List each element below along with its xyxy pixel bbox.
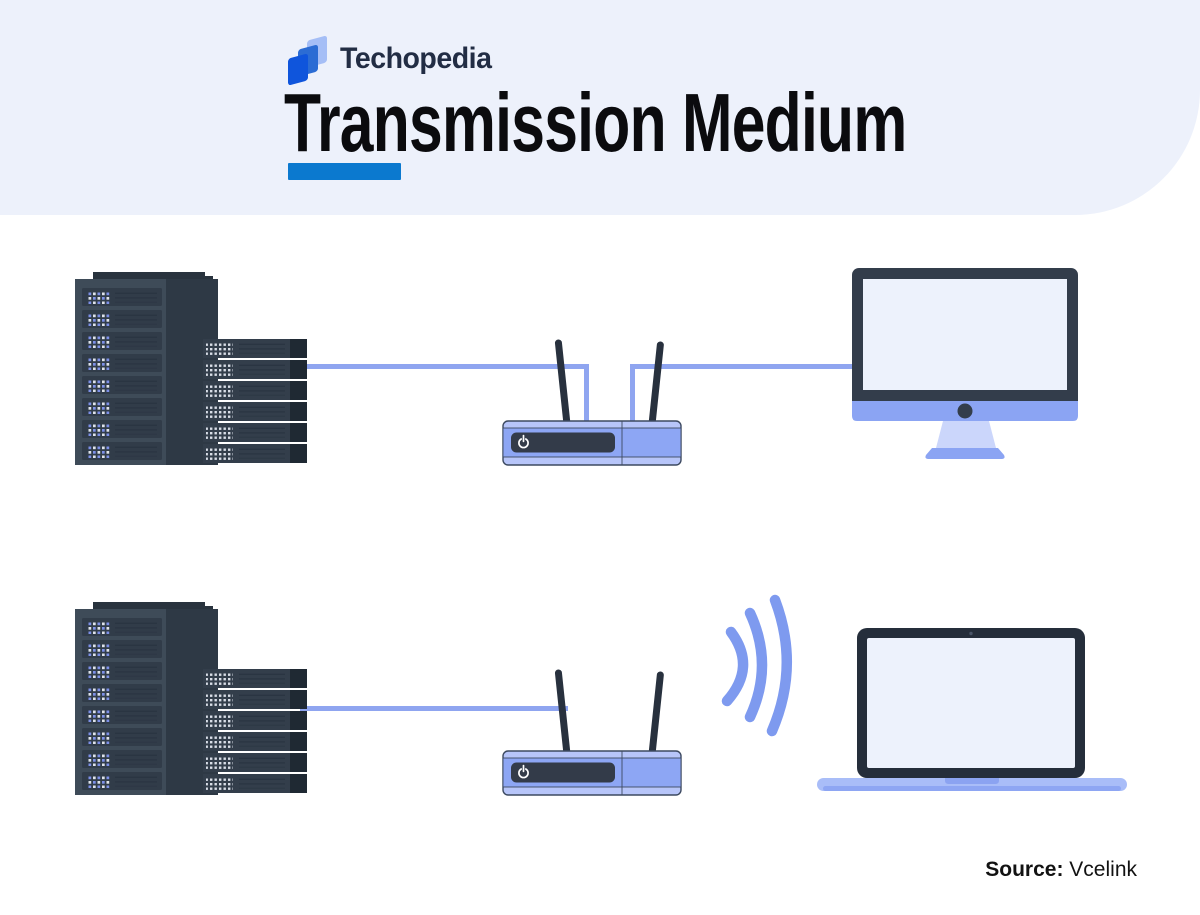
laptop-icon — [817, 628, 1127, 795]
ethernet-cable-drop-left — [584, 364, 589, 424]
brand-name: Techopedia — [340, 42, 492, 75]
wifi-waves-icon — [703, 590, 798, 740]
desktop-monitor-icon — [852, 268, 1078, 459]
ethernet-cable-server-to-router — [300, 364, 589, 369]
ethernet-cable-router-to-monitor — [630, 364, 856, 369]
header-band: Techopedia Transmission Medium — [0, 0, 1200, 215]
source-value: Vcelink — [1069, 858, 1137, 881]
title-underline — [288, 163, 401, 180]
source-credit: Source: Vcelink — [985, 858, 1137, 882]
wifi-router-icon-2 — [502, 667, 682, 797]
server-rack-icon — [75, 268, 307, 465]
ethernet-cable-drop-right — [630, 364, 635, 424]
ethernet-cable-server-to-router-2 — [300, 706, 568, 711]
source-label: Source: — [985, 858, 1064, 881]
page-title: Transmission Medium — [284, 76, 907, 169]
wifi-router-icon — [502, 337, 682, 467]
server-rack-icon-2 — [75, 598, 307, 795]
